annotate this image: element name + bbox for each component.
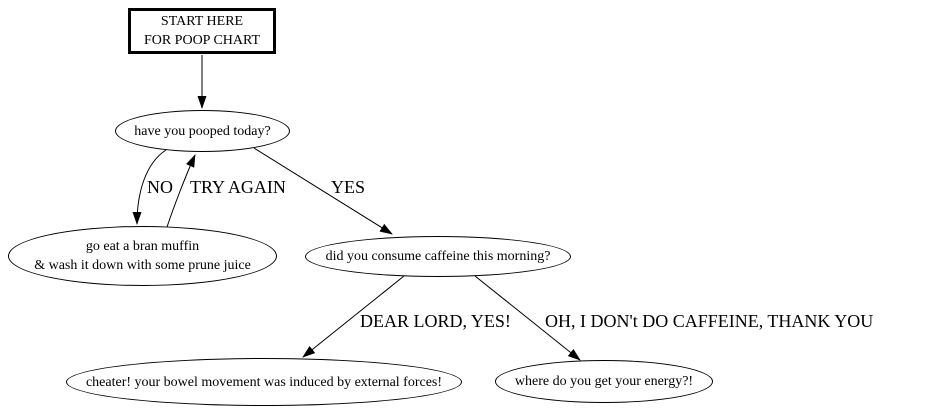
edge-pooped-muffin-no <box>132 149 167 225</box>
node-bran-muffin: go eat a bran muffin & wash it down with… <box>8 226 277 286</box>
node-label: did you consume caffeine this morning? <box>325 249 551 264</box>
edge-caffeine-energy <box>474 275 581 361</box>
edge-label-yes: YES <box>331 177 366 197</box>
node-label: have you pooped today? <box>134 123 271 139</box>
node-label: cheater! your bowel movement was induced… <box>85 374 443 390</box>
edge-pooped-caffeine-yes <box>253 147 393 235</box>
node-label: go eat a bran muffin & wash it down with… <box>34 239 251 273</box>
edge-label-try-again: TRY AGAIN <box>190 177 286 197</box>
edge-caffeine-cheater <box>302 275 405 358</box>
edge-muffin-pooped-try-again <box>166 154 196 228</box>
node-start-box: START HERE FOR POOP CHART <box>128 8 276 54</box>
edge-label-no: NO <box>147 177 173 197</box>
node-caffeine-question: did you consume caffeine this morning? <box>305 236 571 277</box>
node-energy: where do you get your energy?! <box>495 360 713 403</box>
node-have-you-pooped: have you pooped today? <box>115 110 290 152</box>
edge-label-no-caffeine: OH, I DON't DO CAFFEINE, THANK YOU <box>545 311 874 331</box>
node-label: where do you get your energy?! <box>514 374 694 389</box>
node-cheater: cheater! your bowel movement was induced… <box>66 358 462 406</box>
node-label: START HERE FOR POOP CHART <box>143 14 261 48</box>
edge-label-dear-lord-yes: DEAR LORD, YES! <box>360 311 511 331</box>
